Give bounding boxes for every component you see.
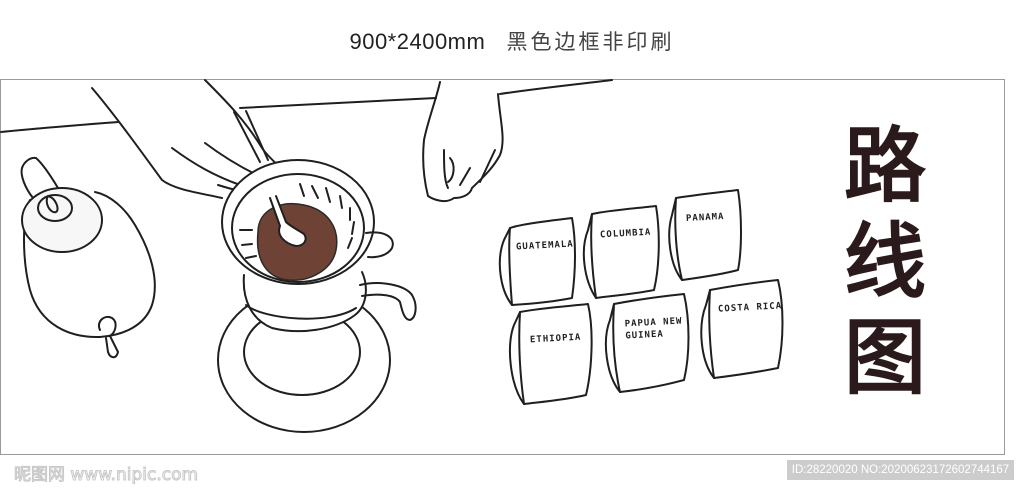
title-char-1: 路	[843, 118, 926, 214]
title-char-3: 图	[843, 310, 926, 406]
table-edge-lines	[0, 79, 613, 133]
bag-label-papua-new-guinea: PAPUA NEW GUINEA	[624, 316, 683, 342]
cup-icon	[242, 271, 417, 333]
coffee-bags	[498, 189, 784, 405]
non-print-note: 黑色边框非印刷	[506, 30, 675, 54]
dimensions-text: 900*2400mm	[349, 29, 486, 54]
bag-label-panama: PANAMA	[685, 211, 725, 225]
watermark-id: ID:28220020 NO:20200623172602744167	[787, 460, 1014, 480]
right-hand-icon	[422, 81, 504, 203]
watermark-site: 昵图网 www.nipic.com	[13, 465, 199, 486]
route-map-title: 路 线 图	[835, 118, 935, 406]
kettle-icon	[20, 156, 156, 359]
dripper-icon	[221, 159, 394, 285]
title-char-2: 线	[843, 214, 926, 310]
spec-title: 900*2400mm 黑色边框非印刷	[0, 26, 1024, 56]
